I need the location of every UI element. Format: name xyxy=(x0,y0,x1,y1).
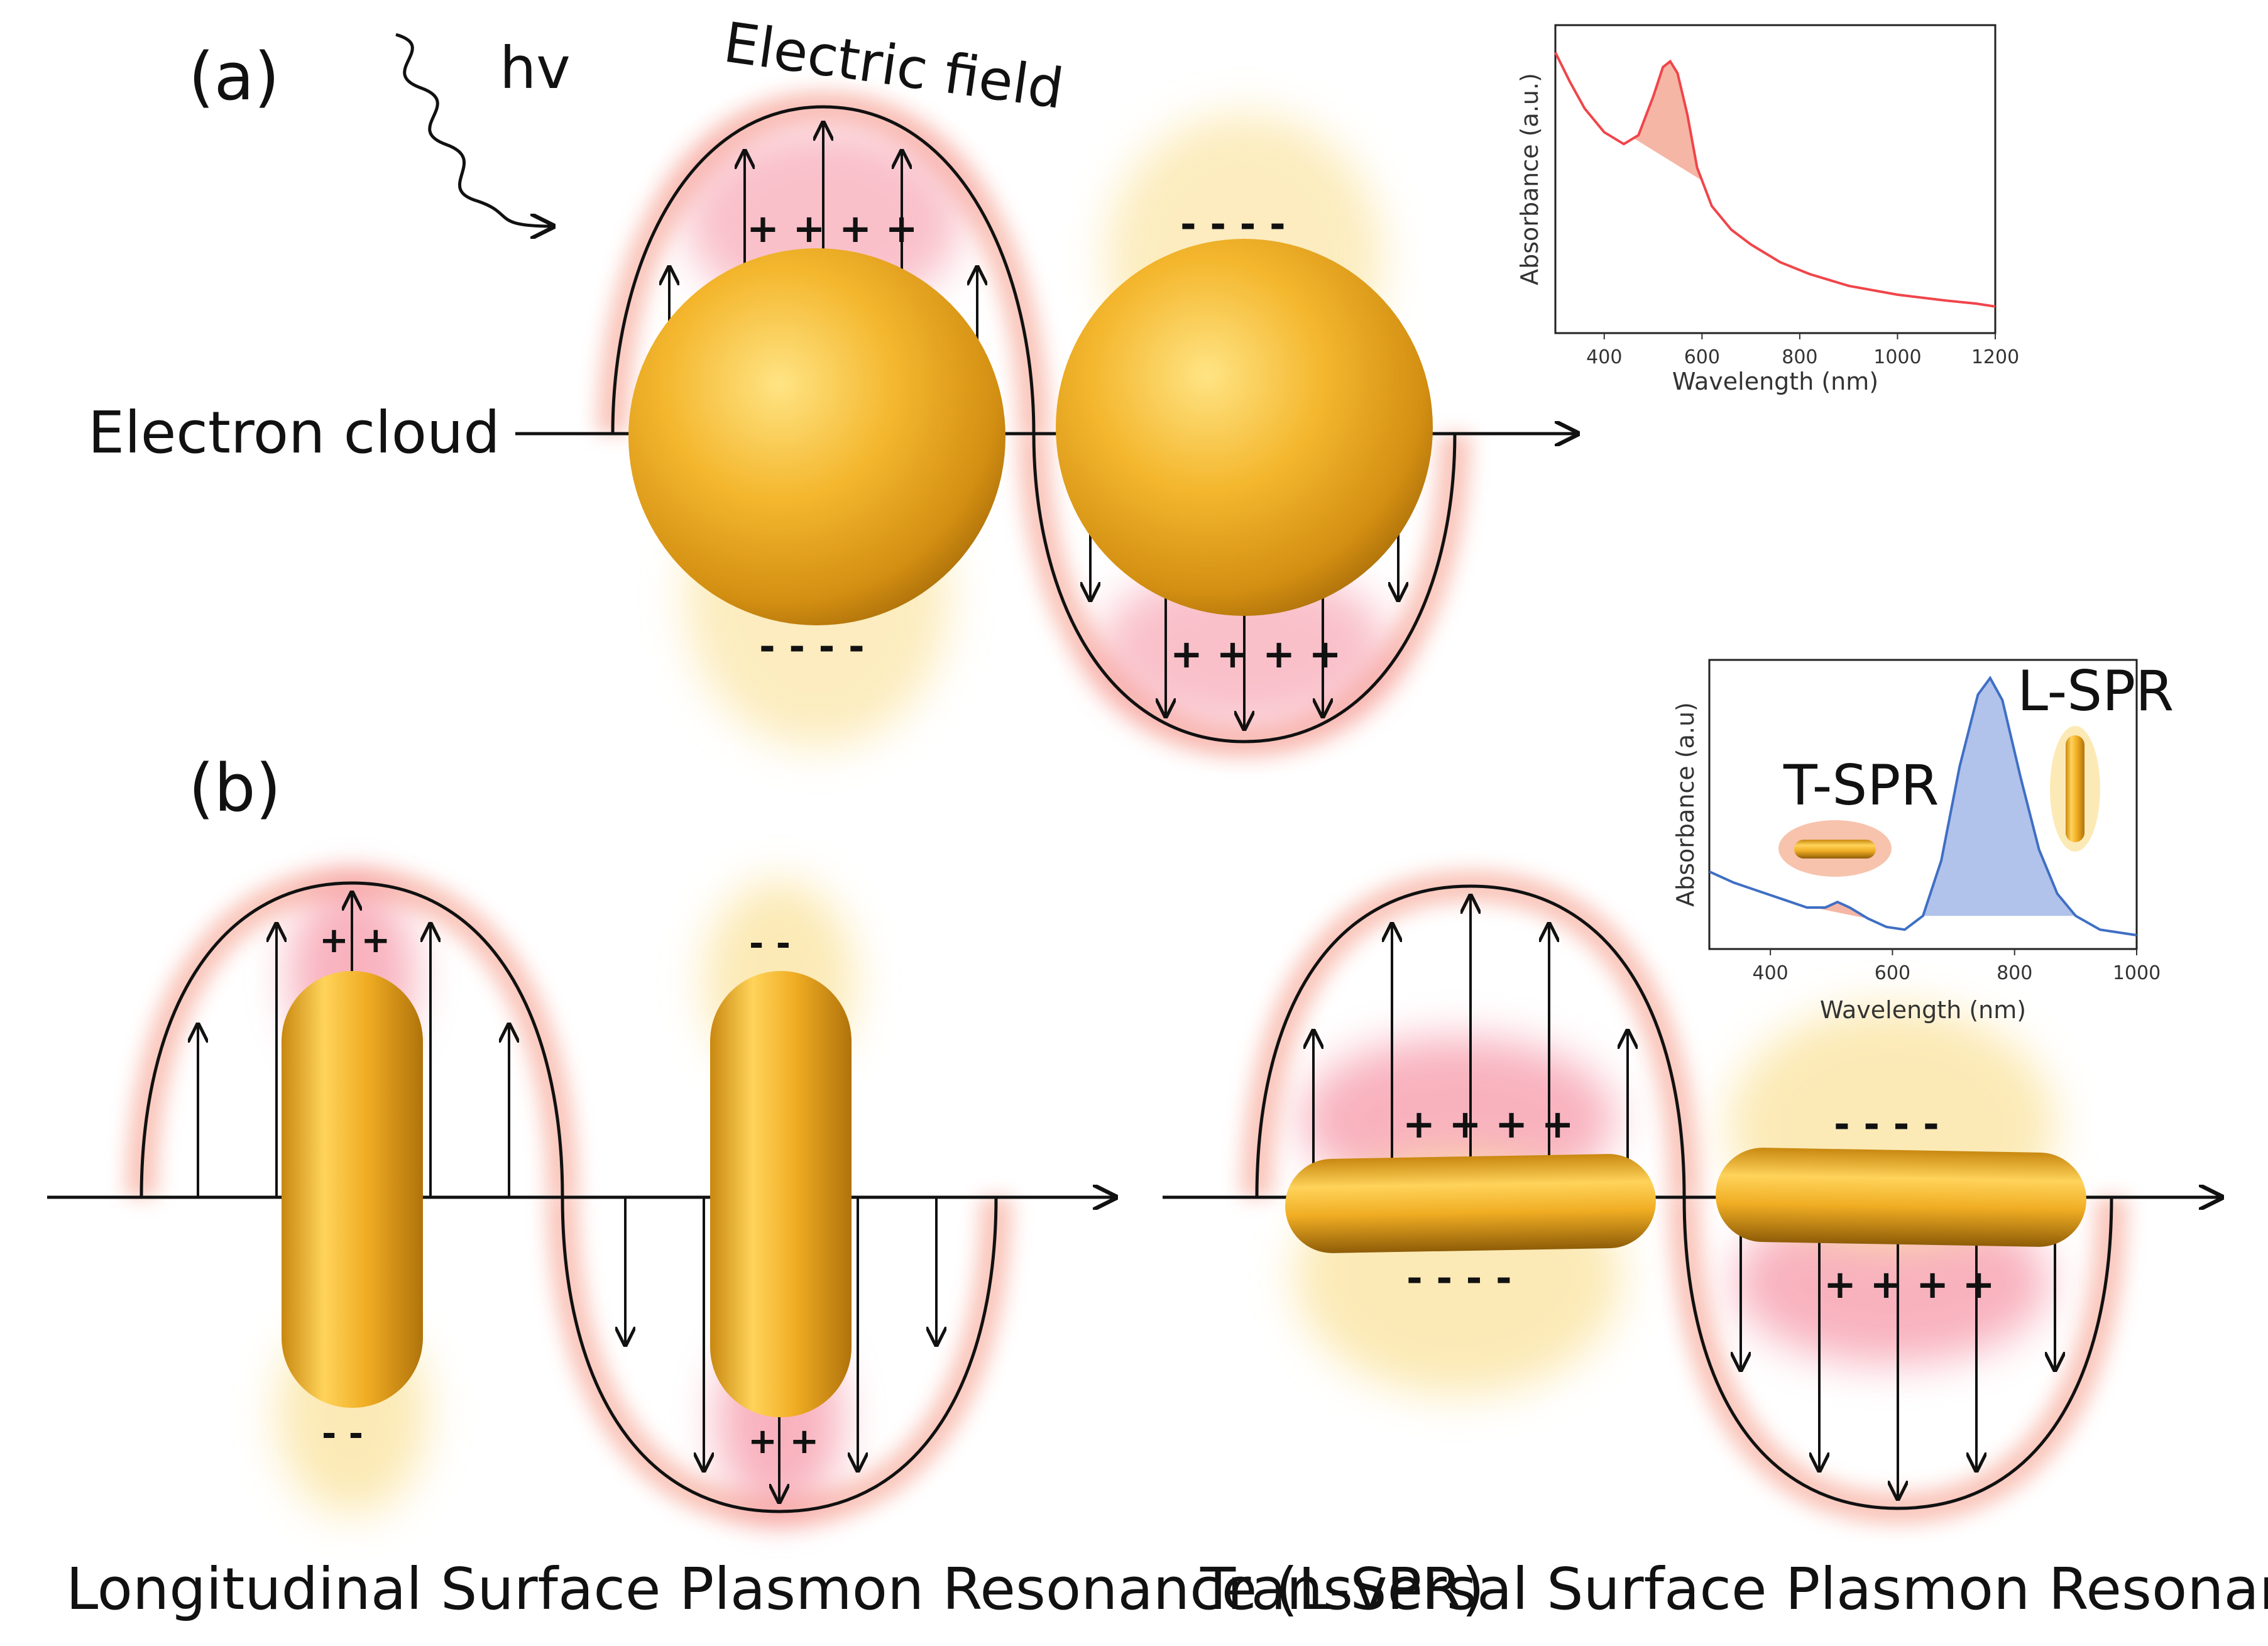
plus-charges-right: + + + + xyxy=(1170,631,1342,677)
inset-a-series-line xyxy=(1554,52,1996,308)
inset-a-ylabel: Absorbance (a.u.) xyxy=(1516,73,1543,285)
inset-a-xlabel: Wavelength (nm) xyxy=(1672,368,1878,395)
inset-chart-a: 400 600 800 1000 1200 Wavelength (nm) Absorb… xyxy=(1516,24,2019,395)
inset-b-highlight-0 xyxy=(1813,902,1868,919)
gold-nanorod-vertical-left xyxy=(282,971,423,1408)
tspr-plus-top: + + + + xyxy=(1403,1101,1574,1147)
electric-field-curve-up xyxy=(611,105,1036,434)
inset-b-tick-label: 800 xyxy=(1997,962,2032,984)
lspr-field-curve-down xyxy=(561,1197,998,1513)
tspr-plus-bottom: + + + + xyxy=(1824,1261,1995,1307)
tspr-minus-top: - - - - xyxy=(1834,1101,1939,1147)
inset-b-annotation-tspr: T-SPR xyxy=(1783,753,1939,818)
tspr-field-arrows-up xyxy=(1313,896,1628,1197)
inset-b-xlabel: Wavelength (nm) xyxy=(1820,996,2026,1024)
electric-field-curve-down xyxy=(1032,433,1457,743)
lspr-plus-top: + + xyxy=(319,920,390,961)
plus-charges-left: + + + + xyxy=(747,206,918,251)
tspr-minus-bottom: - - - - xyxy=(1406,1255,1512,1301)
lspr-caption: Longitudinal Surface Plasmon Resonance (… xyxy=(66,1555,1484,1623)
inset-a-tick-label: 600 xyxy=(1684,346,1720,368)
gold-sphere-right xyxy=(1056,239,1433,616)
tiny-nanorod-horizontal-icon xyxy=(1794,840,1876,859)
panel-a-label: (a) xyxy=(189,38,280,115)
tspr-caption: Transversal Surface Plasmon Resonance (T… xyxy=(1200,1555,2268,1623)
panel-b-label: (b) xyxy=(189,750,281,826)
inset-b-tick-label: 400 xyxy=(1753,962,1789,984)
inset-b-tick-label: 1000 xyxy=(2113,962,2161,984)
lspr-minus-top: - - xyxy=(749,923,791,964)
inset-a-frame xyxy=(1554,24,1997,334)
tspr-field-curve-up xyxy=(1255,884,1686,1198)
inset-a-tick-label: 1000 xyxy=(1873,346,1921,368)
tiny-nanorod-vertical-icon xyxy=(2066,735,2084,842)
tspr-field-curve-down xyxy=(1682,1197,2113,1510)
panel-b: (b) + + - - xyxy=(38,750,2268,1623)
minus-charges-left: - - - - xyxy=(759,623,865,669)
gold-nanorod-horizontal-right xyxy=(1716,1148,2086,1247)
inset-chart-b: 400 600 800 1000 Wavelength (nm) Absorbance… xyxy=(1672,659,2174,1024)
inset-a-tick-label: 1200 xyxy=(1971,346,2019,368)
minus-charges-right: - - - - xyxy=(1180,201,1286,247)
inset-b-tick-label: 600 xyxy=(1875,962,1910,984)
lspr-minus-bottom: - - xyxy=(322,1413,363,1454)
gold-nanorod-horizontal-left xyxy=(1285,1154,1656,1253)
inset-a-tick-label: 400 xyxy=(1586,346,1622,368)
gold-nanorod-vertical-right xyxy=(710,971,852,1417)
electron-cloud-label: Electron cloud xyxy=(88,399,500,466)
inset-b-ylabel: Absorbance (a.u) xyxy=(1672,702,1699,907)
photon-label: hv xyxy=(500,35,571,102)
inset-a-highlight-0 xyxy=(1633,61,1702,181)
inset-a-tick-label: 800 xyxy=(1782,346,1817,368)
lspr-plus-bottom: + + xyxy=(748,1421,819,1462)
inset-b-annotation-lspr: L-SPR xyxy=(2017,659,2174,723)
inset-b-highlight-1 xyxy=(1923,679,2076,916)
photon-wave-icon xyxy=(395,33,553,226)
gold-sphere-left xyxy=(628,248,1005,625)
lspr-field-curve-up xyxy=(140,881,564,1198)
inset-b-series-line xyxy=(1709,676,2137,936)
panel-a: (a) hv xyxy=(88,10,1584,758)
